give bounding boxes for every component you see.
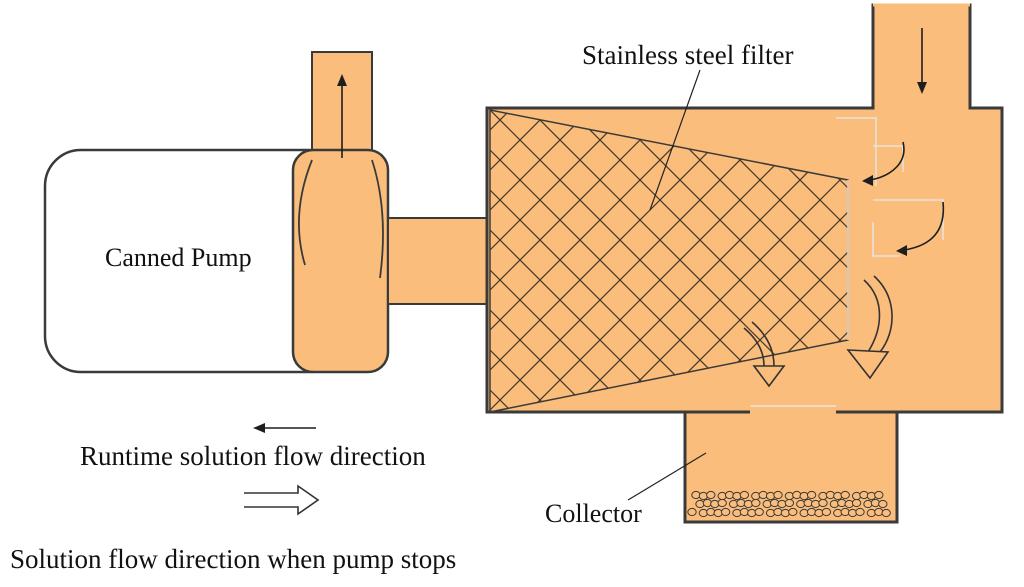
outlet-up-arrowhead — [337, 74, 347, 86]
inlet-curve-arrow-2 — [903, 201, 945, 251]
inlet-down-arrowhead — [917, 82, 927, 94]
connecting-pipe — [387, 217, 491, 305]
collector-hollow-arrow-2 — [863, 275, 893, 353]
collector-label: Collector — [545, 499, 642, 528]
inlet-curve-arrowhead-1 — [862, 175, 873, 186]
filter-housing — [485, 3, 1004, 414]
inlet-curve-arrowhead-2 — [896, 245, 907, 256]
filter-label: Stainless steel filter — [582, 40, 793, 70]
runtime-legend-arrow — [253, 423, 316, 433]
collected-debris — [687, 490, 891, 518]
pump-head-curve-right — [371, 159, 384, 279]
collector-leader-line — [627, 452, 707, 501]
inlet-baffle-lines — [836, 117, 944, 340]
collector-hollow-arrowhead-1 — [752, 365, 786, 388]
runtime-flow-arrows — [337, 28, 945, 256]
collector-hollow-arrowhead-2 — [846, 349, 890, 380]
runtime-legend-label: Runtime solution flow direction — [80, 441, 426, 471]
pump-head-curve-left — [298, 159, 313, 266]
stop-legend-label: Solution flow direction when pump stops — [10, 544, 456, 574]
collector-hollow-arrow-1 — [743, 321, 775, 367]
stop-flow-arrows — [743, 275, 893, 388]
pump-head — [291, 148, 390, 374]
stop-legend-arrow — [244, 484, 320, 516]
filter-leader-line — [649, 69, 701, 211]
pump-label: Canned Pump — [105, 243, 252, 272]
inlet-curve-arrow-1 — [869, 141, 905, 181]
